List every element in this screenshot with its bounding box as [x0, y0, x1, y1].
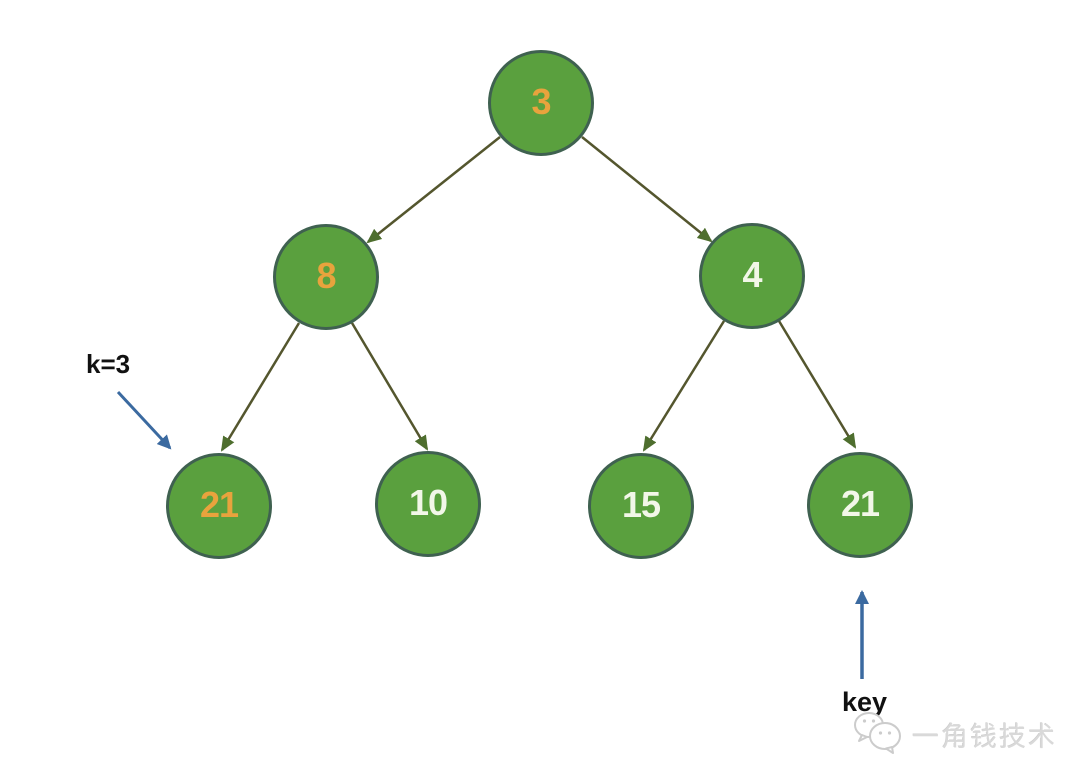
tree-node-left: 8 — [273, 224, 379, 330]
tree-node-leaf-4: 21 — [807, 452, 913, 558]
watermark: 一角钱技术 — [852, 708, 1057, 761]
tree-node-leaf-1: 21 — [166, 453, 272, 559]
edge-3-8 — [366, 136, 501, 244]
key-label: key — [842, 687, 888, 717]
tree-node-root: 3 — [488, 50, 594, 156]
node-value: 15 — [621, 484, 661, 525]
edge-8-21 — [220, 322, 301, 452]
wechat-icon — [852, 708, 904, 761]
k3-arrow — [116, 390, 172, 450]
edge-8-10 — [350, 322, 429, 451]
tree-node-leaf-3: 15 — [588, 453, 694, 559]
node-value: 10 — [408, 482, 448, 523]
node-value: 4 — [742, 254, 762, 295]
node-value: 8 — [316, 255, 336, 296]
node-value: 3 — [531, 81, 551, 122]
node-value: 21 — [199, 484, 239, 525]
tree-node-right: 4 — [699, 223, 805, 329]
edge-4-15 — [642, 320, 726, 452]
watermark-text: 一角钱技术 — [912, 722, 1057, 752]
k3-label: k=3 — [86, 349, 131, 379]
node-value: 21 — [840, 483, 880, 524]
edge-4-21 — [777, 320, 857, 449]
edge-3-4 — [581, 136, 713, 243]
tree-node-leaf-2: 10 — [375, 451, 481, 557]
